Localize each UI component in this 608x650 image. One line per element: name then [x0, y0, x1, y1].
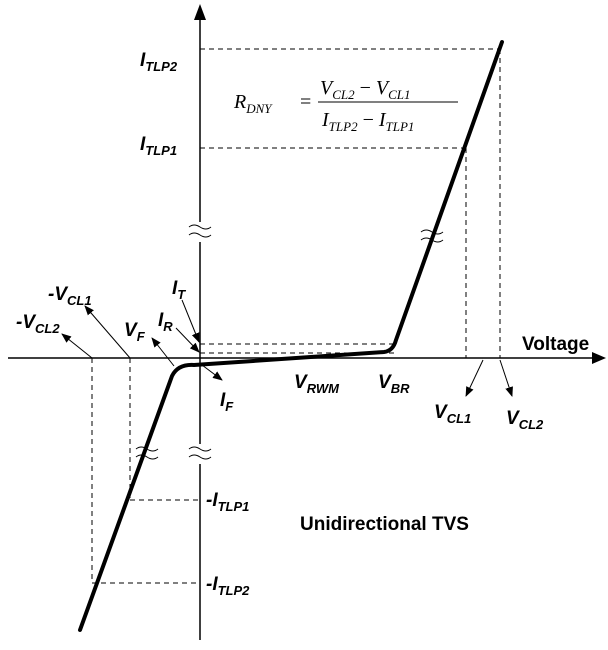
label-neg-i-tlp1: -ITLP1: [206, 490, 249, 514]
leader-v-cl1: [465, 359, 484, 397]
break-mark-y-upper: [188, 222, 212, 242]
leader-neg-v-cl1: [84, 305, 131, 359]
diagram-title: Unidirectional TVS: [300, 514, 469, 535]
break-mark-curve-upper: [420, 229, 444, 243]
iv-curve: [78, 40, 504, 632]
leader-i-f: [201, 364, 223, 381]
label-v-cl2: VCL2: [506, 408, 544, 432]
svg-text:=: =: [300, 91, 311, 113]
label-neg-v-cl1: -VCL1: [48, 284, 92, 308]
y-axis-arrowhead: [194, 4, 206, 20]
label-v-cl1: VCL1: [434, 402, 471, 426]
label-neg-v-cl2: -VCL2: [16, 312, 60, 336]
label-v-rwm: VRWM: [294, 372, 340, 396]
label-v-f: VF: [124, 320, 146, 344]
label-i-tlp1: ITLP1: [140, 134, 177, 158]
formula-rdny: RDNY = VCL2 − VCL1 ITLP2 − ITLP1: [233, 77, 458, 134]
svg-text:ITLP2 − ITLP1: ITLP2 − ITLP1: [321, 109, 414, 134]
leader-v-f: [151, 337, 175, 367]
label-i-f: IF: [220, 390, 234, 414]
label-neg-i-tlp2: -ITLP2: [206, 574, 250, 598]
svg-text:RDNY: RDNY: [233, 91, 273, 116]
x-axis-label: Voltage: [522, 334, 589, 355]
label-v-br: VBR: [378, 372, 410, 396]
x-axis-arrowhead: [592, 352, 606, 364]
leader-i-t: [181, 299, 200, 343]
break-mark-y-lower: [188, 444, 212, 464]
label-i-r: IR: [158, 310, 173, 334]
label-i-t: IT: [172, 278, 186, 302]
leader-v-cl2: [499, 359, 513, 397]
break-mark-curve-lower: [135, 446, 159, 460]
leader-neg-v-cl2: [61, 333, 93, 359]
label-i-tlp2: ITLP2: [140, 50, 178, 74]
leader-i-r: [175, 327, 200, 353]
svg-text:VCL2 − VCL1: VCL2 − VCL1: [320, 77, 411, 102]
